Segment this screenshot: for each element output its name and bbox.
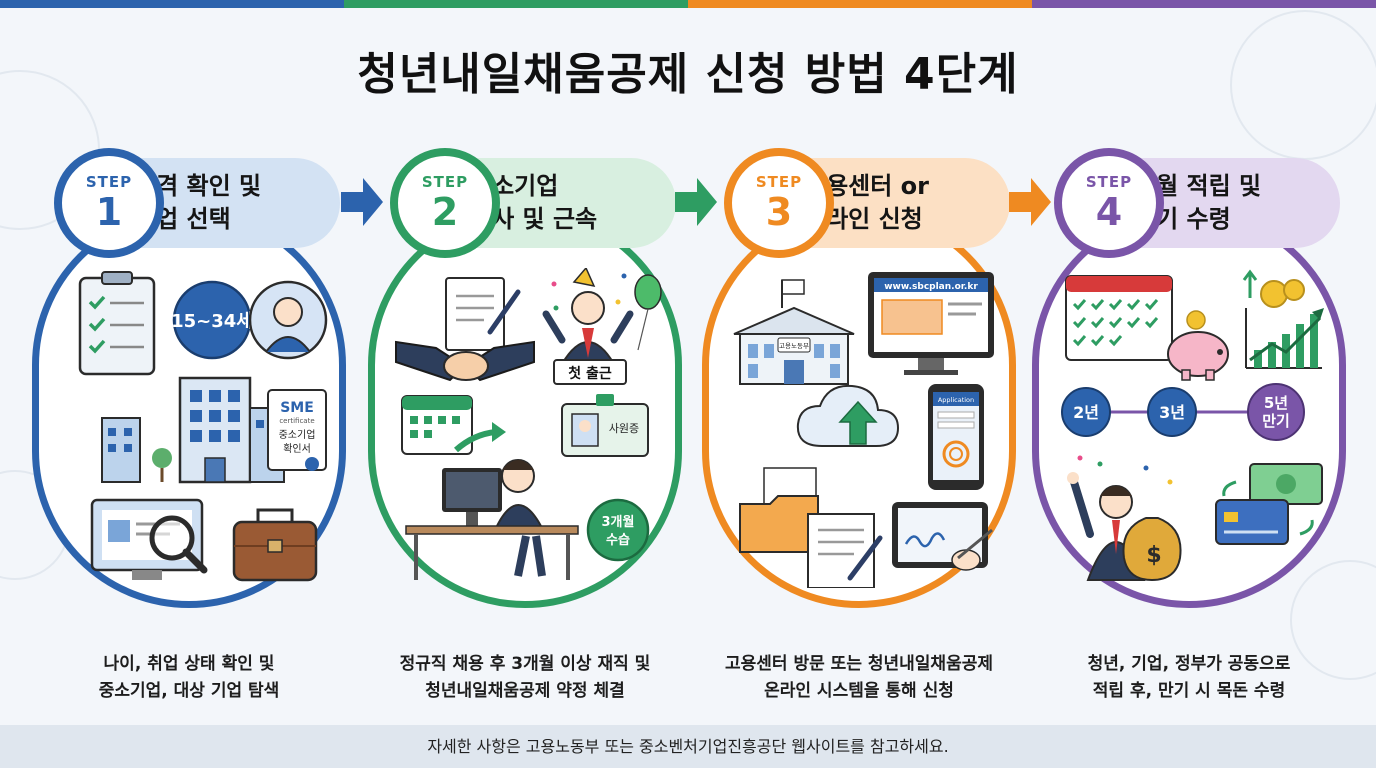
clipboard-checklist-icon (78, 271, 156, 376)
step-2-description: 정규직 채용 후 3개월 이상 재직 및 청년내일채움공제 약정 체결 (399, 654, 651, 701)
office-worker-desk-icon (405, 459, 579, 580)
svg-text:3개월: 3개월 (602, 514, 635, 530)
step-2-badge: STEP 2 (390, 148, 500, 258)
step-1-illustration: 15~34세 SME c (78, 271, 328, 582)
first-day-sign-text: 첫 출근 (568, 365, 612, 382)
person-avatar-icon (248, 280, 328, 360)
step-3-description: 고용센터 방문 또는 청년내일채움공제 온라인 시스템을 통해 신청 (725, 654, 993, 701)
timeline-2y-3y-5y: 2년 3년 5년 만기 (1061, 383, 1305, 441)
website-url-text: www.sbcplan.or.kr (884, 282, 978, 292)
svg-text:2년: 2년 (1073, 403, 1099, 422)
step-4-badge: STEP 4 (1054, 148, 1164, 258)
svg-text:중소기업: 중소기업 (279, 428, 316, 441)
arrow-step1-to-step2 (339, 174, 385, 230)
company-building-icon (101, 376, 285, 484)
age-range-text: 15~34세 (171, 311, 253, 332)
step-4-description: 청년, 기업, 정부가 공동으로 적립 후, 만기 시 목돈 수령 (1087, 654, 1291, 701)
step-1-description: 나이, 취업 상태 확인 및 중소기업, 대상 기업 탐색 (98, 654, 280, 701)
svg-text:SME: SME (280, 400, 314, 416)
age-badge-icon: 15~34세 (171, 280, 253, 360)
monthly-calendar-icon (1065, 275, 1173, 361)
step-2: 중소기업 입사 및 근속 STEP 2 (366, 148, 684, 618)
employee-id-card-icon: 사원증 (561, 394, 649, 457)
folder-documents-icon (739, 467, 883, 588)
step-1-badge: STEP 1 (54, 148, 164, 258)
step-1: 자격 확인 및 기업 선택 STEP 1 15~34세 (30, 148, 348, 618)
government-building-icon: 고용노동부 (733, 279, 855, 385)
step-4: 매월 적립 및 만기 수령 STEP 4 (1030, 148, 1348, 618)
top-color-bar (0, 0, 1376, 8)
cloud-upload-icon (796, 384, 900, 447)
arrow-right-icon (675, 178, 717, 226)
sme-certificate-icon: SME certificate 중소기업 확인서 (267, 389, 327, 471)
step-3-illustration: 고용노동부 www.sbcplan.or.kr Application (733, 272, 994, 588)
svg-text:certificate: certificate (279, 417, 314, 425)
monitor-search-icon (90, 498, 208, 580)
step-2-illustration: 첫 출근 사원증 (395, 268, 662, 580)
piggy-bank-icon (1167, 310, 1229, 381)
svg-text:만기: 만기 (1262, 412, 1290, 430)
smartphone-application-icon: Application (928, 384, 984, 490)
step-4-illustration: 2년 3년 5년 만기 $ (1061, 269, 1324, 582)
calendar-icon (401, 395, 506, 455)
briefcase-icon (232, 508, 318, 582)
arrow-step3-to-step4 (1007, 174, 1053, 230)
person-money-bag-icon: $ (1067, 455, 1182, 582)
svg-text:확인서: 확인서 (283, 443, 311, 455)
svg-text:Application: Application (938, 396, 974, 404)
arrow-step2-to-step3 (673, 174, 719, 230)
svg-text:5년: 5년 (1264, 394, 1288, 412)
svg-text:3년: 3년 (1159, 403, 1185, 422)
cash-and-card-icon (1215, 463, 1323, 545)
handshake-icon (395, 340, 535, 382)
svg-text:수습: 수습 (606, 533, 630, 548)
svg-text:사원증: 사원증 (609, 422, 639, 435)
footer-note: 자세한 사항은 고용노동부 또는 중소벤처기업진흥공단 웹사이트를 참고하세요. (0, 725, 1376, 768)
arrow-right-icon (1009, 178, 1051, 226)
page-title: 청년내일채움공제 신청 방법 4단계 (357, 49, 1019, 100)
svg-text:고용노동부: 고용노동부 (779, 342, 809, 350)
step-3-badge: STEP 3 (724, 148, 834, 258)
contract-document-icon (445, 277, 521, 351)
website-monitor-icon: www.sbcplan.or.kr (868, 272, 994, 375)
probation-badge-icon: 3개월 수습 (586, 498, 650, 562)
svg-text:$: $ (1146, 543, 1161, 568)
step-3: 고용센터 or 온라인 신청 STEP 3 고용노동부 (700, 148, 1018, 618)
growth-chart-icon (1242, 269, 1324, 369)
arrow-right-icon (341, 178, 383, 226)
celebrating-employee-icon: 첫 출근 (542, 268, 662, 385)
tablet-signature-icon (892, 502, 993, 571)
